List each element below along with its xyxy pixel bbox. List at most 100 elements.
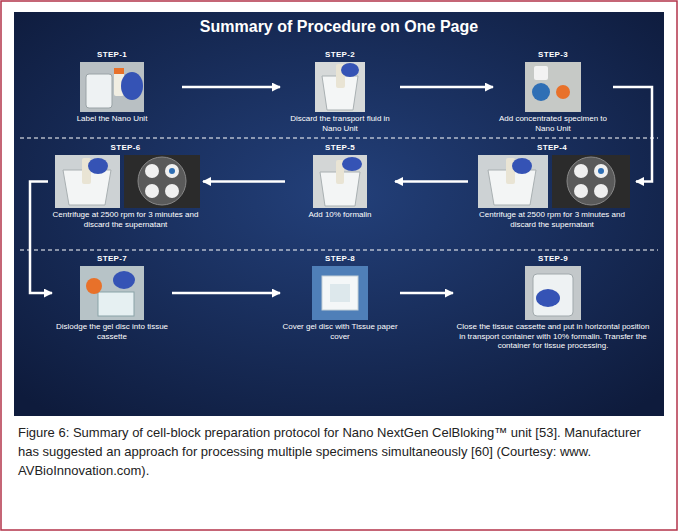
rotor <box>138 157 186 205</box>
photo-slot <box>48 155 203 208</box>
step-description: Close the tissue cassette and put in hor… <box>453 322 653 351</box>
bucket <box>145 184 159 198</box>
photo-ground <box>525 266 581 320</box>
cassette-window <box>330 284 350 302</box>
flow-arrow <box>400 292 453 295</box>
step-number: STEP-6 <box>48 143 203 153</box>
photo-slot <box>285 155 395 208</box>
step-number: STEP-2 <box>280 50 400 60</box>
gloved-hand <box>341 63 359 77</box>
step-description: Centrifuge at 2500 rpm for 3 minutes and… <box>48 210 203 229</box>
tissue-paper <box>322 276 358 310</box>
step-description: Add 10% formalin <box>285 210 395 220</box>
photo-ground <box>552 155 630 208</box>
figure-title: Summary of Procedure on One Page <box>14 17 664 37</box>
gloved-hand <box>113 271 135 289</box>
orange-cap <box>86 278 102 294</box>
step-description: Centrifuge at 2500 rpm for 3 minutes and… <box>468 210 636 229</box>
bucket <box>165 164 179 178</box>
step-description: Dislodge the gel disc into tissue casset… <box>52 322 172 341</box>
step-number: STEP-8 <box>280 254 400 264</box>
step-photo <box>525 266 581 320</box>
photo-slot <box>42 62 182 112</box>
photo-ground <box>80 266 144 320</box>
step-description: Discard the transport fluid in Nano Unit <box>280 114 400 133</box>
dark-panel <box>14 12 664 416</box>
bucket <box>145 164 159 178</box>
step-block: STEP-7Dislodge the gel disc into tissue … <box>52 254 172 341</box>
sample-cap <box>598 168 604 174</box>
step-block: STEP-5Add 10% formalin <box>285 143 395 220</box>
step-photo <box>312 266 368 320</box>
centrifuge-photo <box>552 155 630 208</box>
rotor <box>567 157 615 205</box>
step-block: STEP-8Cover gel disc with Tissue paper c… <box>280 254 400 341</box>
transport-container <box>533 274 573 316</box>
photo-ground <box>478 155 548 208</box>
flow-arrow <box>203 180 285 183</box>
photo-ground <box>525 62 581 112</box>
step-description: Add concentrated specimen to Nano Unit <box>493 114 613 133</box>
flow-arrow <box>172 292 280 295</box>
flow-arrow <box>395 180 468 183</box>
gloved-hand <box>512 158 532 174</box>
step-photo <box>525 62 581 112</box>
gloved-hand <box>88 158 108 174</box>
row-separator <box>20 250 658 251</box>
step-number: STEP-4 <box>468 143 636 153</box>
photo-slot <box>280 266 400 320</box>
orange-cap <box>556 85 570 99</box>
bucket <box>574 184 588 198</box>
step-block: STEP-4Centrifuge at 2500 rpm for 3 minut… <box>468 143 636 229</box>
step-block: STEP-3Add concentrated specimen to Nano … <box>493 50 613 133</box>
photo-slot <box>493 62 613 112</box>
bucket <box>165 184 179 198</box>
step-number: STEP-3 <box>493 50 613 60</box>
flow-arrow <box>182 86 280 89</box>
photo-ground <box>124 155 200 208</box>
step-photo <box>55 155 120 208</box>
photo-ground <box>312 266 368 320</box>
gloved-hand <box>121 72 143 100</box>
flow-arrow <box>400 86 493 89</box>
centrifuge-photo <box>124 155 200 208</box>
step-number: STEP-1 <box>42 50 182 60</box>
step-description: Cover gel disc with Tissue paper cover <box>280 322 400 341</box>
photo-ground <box>315 62 365 112</box>
step-photo <box>478 155 548 208</box>
step-block: STEP-2Discard the transport fluid in Nan… <box>280 50 400 133</box>
step-number: STEP-9 <box>453 254 653 264</box>
sample-cap <box>169 168 175 174</box>
flow-arrow <box>30 182 52 294</box>
photo-slot <box>468 155 636 208</box>
step-block: STEP-9Close the tissue cassette and put … <box>453 254 653 351</box>
tube <box>534 66 548 80</box>
gloved-hand <box>342 157 362 171</box>
step-number: STEP-5 <box>285 143 395 153</box>
step-block: STEP-6Centrifuge at 2500 rpm for 3 minut… <box>48 143 203 229</box>
photo-ground <box>55 155 120 208</box>
bucket <box>574 164 588 178</box>
gloved-hand <box>536 289 560 307</box>
figure-caption: Figure 6: Summary of cell-block preparat… <box>18 424 660 481</box>
bucket <box>594 184 608 198</box>
step-photo <box>315 62 365 112</box>
step-description: Label the Nano Unit <box>42 114 182 124</box>
cap <box>114 68 124 74</box>
tissue-cassette <box>98 292 134 316</box>
photo-ground <box>80 62 144 112</box>
photo-slot <box>52 266 172 320</box>
bucket <box>594 164 608 178</box>
row-separator <box>20 138 658 139</box>
step-photo <box>313 155 367 208</box>
photo-slot <box>453 266 653 320</box>
photo-ground <box>313 155 367 208</box>
blue-cap <box>532 83 550 101</box>
step-photo <box>80 266 144 320</box>
step-block: STEP-1Label the Nano Unit <box>42 50 182 124</box>
step-number: STEP-7 <box>52 254 172 264</box>
step-photo <box>80 62 144 112</box>
container <box>86 74 112 108</box>
